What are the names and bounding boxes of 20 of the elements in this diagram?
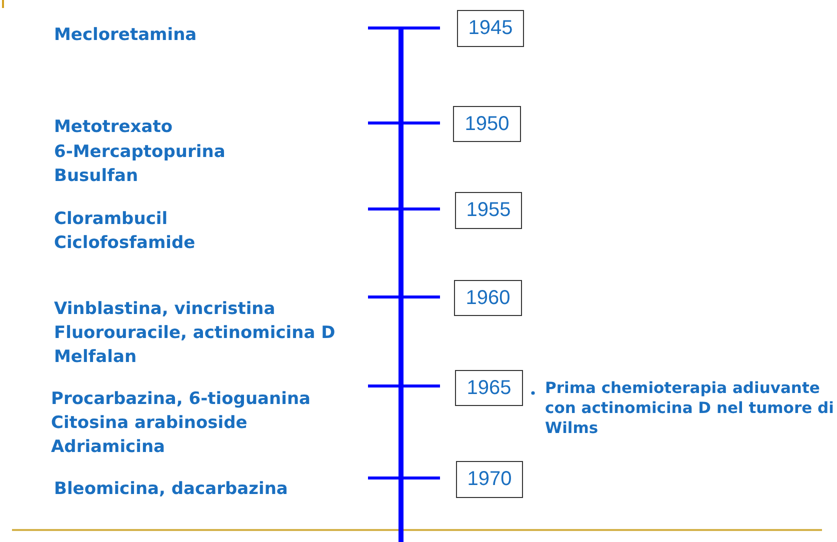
note-text: Prima chemioterapia adiuvante con actinomicina D nel tumore di Wilms: [545, 378, 835, 438]
drug-name: Procarbazina, 6-tioguanina: [51, 388, 311, 410]
drug-name: Busulfan: [54, 165, 138, 187]
drug-name: Melfalan: [54, 346, 137, 368]
drug-name: Mecloretamina: [54, 24, 197, 46]
year-box: 1955: [455, 192, 522, 229]
drug-name: Vinblastina, vincristina: [54, 298, 276, 320]
year-box: 1970: [456, 461, 523, 498]
drug-name: Citosina arabinoside: [51, 412, 248, 434]
drug-name: Clorambucil: [54, 208, 168, 230]
drug-name: Bleomicina, dacarbazina: [54, 478, 288, 500]
year-box: 1950: [453, 106, 521, 142]
year-box: 1965: [455, 370, 523, 406]
year-box: 1960: [454, 280, 522, 316]
drug-name: Fluorouracile, actinomicina D: [54, 322, 336, 344]
drug-name: 6-Mercaptopurina: [54, 141, 226, 163]
drug-name: Metotrexato: [54, 116, 173, 138]
drug-name: Adriamicina: [51, 436, 166, 458]
year-box: 1945: [457, 10, 524, 47]
drug-name: Ciclofosfamide: [54, 232, 196, 254]
